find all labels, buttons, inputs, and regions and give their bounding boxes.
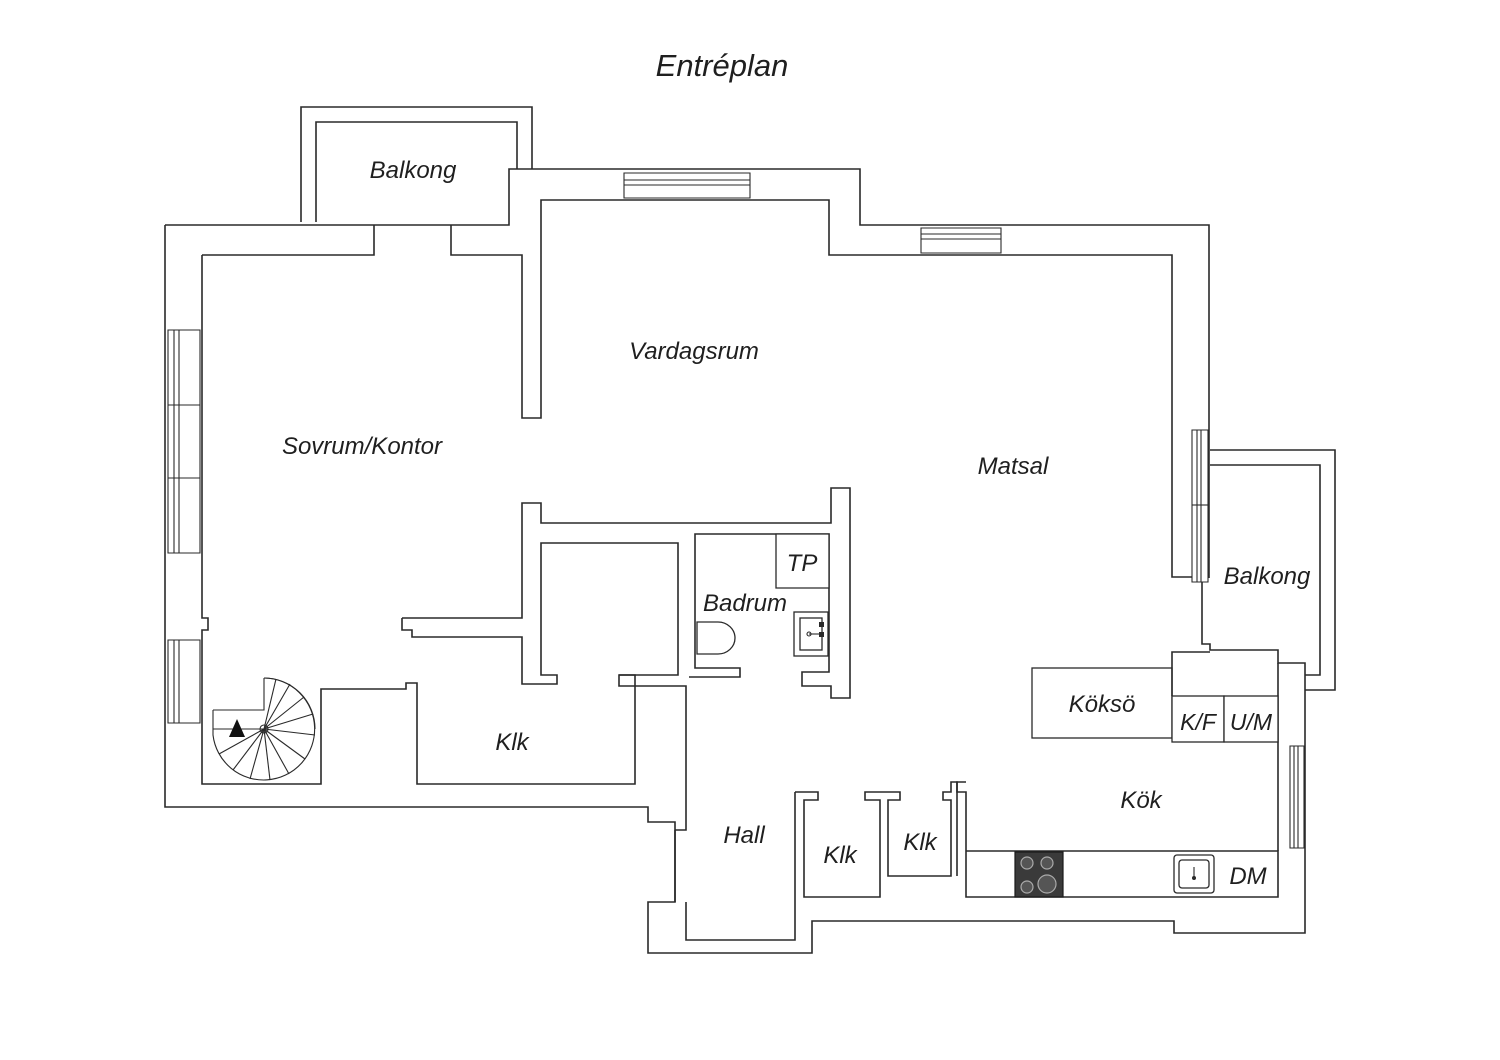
label-closet-1: Klk xyxy=(495,729,530,756)
label-bedroom-office: Sovrum/Kontor xyxy=(282,433,443,460)
label-kitchen-island: Köksö xyxy=(1069,691,1136,718)
plan-title: Entréplan xyxy=(656,48,789,83)
fixtures xyxy=(212,533,1279,898)
fridge-freezer-box xyxy=(1171,695,1225,743)
kitchen-island xyxy=(1031,667,1173,739)
toilet-icon xyxy=(696,621,736,655)
label-closet-3: Klk xyxy=(903,829,938,856)
label-dishwasher: DM xyxy=(1229,863,1266,890)
toilet-room-box xyxy=(775,533,830,589)
label-closet-2: Klk xyxy=(823,842,858,869)
walls xyxy=(164,106,1336,954)
label-oven-microwave: U/M xyxy=(1230,709,1273,735)
label-kitchen: Kök xyxy=(1120,787,1163,814)
label-balcony-top: Balkong xyxy=(370,157,457,184)
label-fridge-freezer: K/F xyxy=(1180,709,1218,735)
room-labels: Balkong Vardagsrum Sovrum/Kontor Matsal … xyxy=(282,157,1311,890)
label-living-room: Vardagsrum xyxy=(629,338,759,365)
spiral-stair-icon xyxy=(212,677,316,781)
label-bathroom: Badrum xyxy=(703,590,787,617)
oven-microwave-box xyxy=(1223,695,1279,743)
label-balcony-right: Balkong xyxy=(1224,563,1311,590)
label-toilet: TP xyxy=(787,550,818,577)
label-hall: Hall xyxy=(723,822,765,849)
label-dining: Matsal xyxy=(978,453,1049,480)
